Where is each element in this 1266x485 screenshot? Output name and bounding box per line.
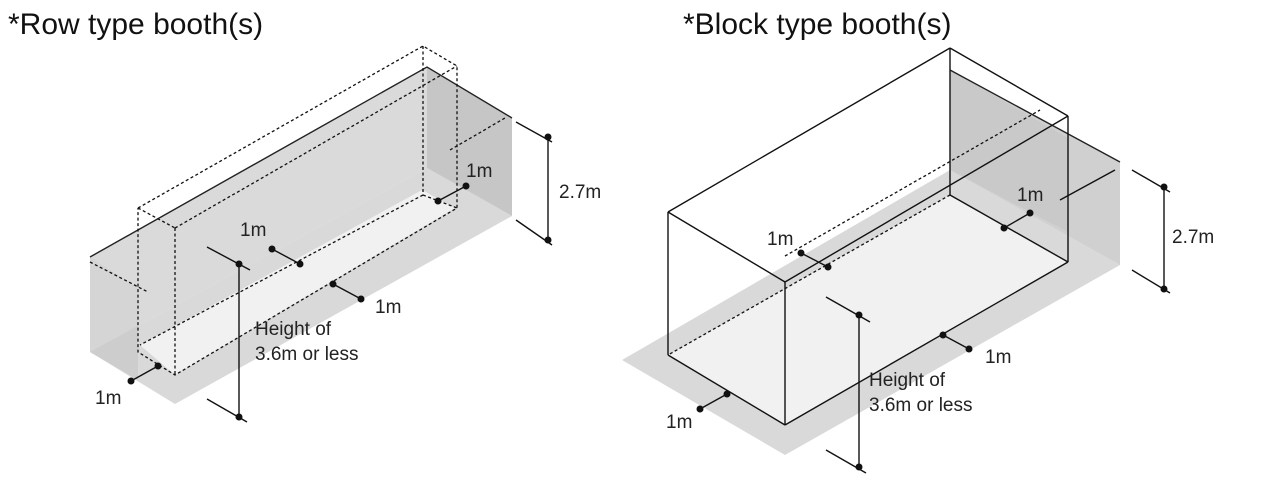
block-back-right-label: 1m [1017, 185, 1043, 206]
block-wall-top-edge [949, 69, 1121, 163]
block-back-right-offset: 1m [1000, 185, 1043, 232]
row-back-right-offset: 1m [434, 161, 492, 205]
block-height-limit-dimension: Height of 3.6m or less [825, 296, 972, 474]
block-height-limit-label-1: Height of [869, 370, 946, 391]
row-floor-inner [140, 190, 455, 375]
block-height-limit-box [667, 47, 1116, 426]
row-height-limit-dimension: Height of 3.6m or less [206, 246, 358, 423]
block-front-right-offset: 1m [939, 331, 1011, 368]
block-back-left-label: 1m [767, 229, 793, 250]
row-back-right-label: 1m [466, 161, 492, 182]
block-right-wall [950, 70, 1120, 265]
row-height-limit-label-1: Height of [255, 319, 332, 340]
row-height-limit-label-2: 3.6m or less [255, 344, 358, 365]
block-back-left-offset: 1m [767, 229, 832, 271]
block-wall-height-label: 2.7m [1172, 227, 1214, 248]
block-height-limit-label-2: 3.6m or less [869, 395, 972, 416]
row-front-left-label: 1m [95, 388, 121, 409]
row-wall-height-label: 2.7m [559, 182, 601, 203]
block-booth-title: *Block type booth(s) [683, 8, 951, 41]
row-right-wall [427, 67, 512, 216]
row-wall-height-dimension: 2.7m [515, 121, 601, 246]
row-front-left-offset: 1m [95, 362, 162, 409]
block-front-left-offset: 1m [666, 390, 731, 433]
block-front-left-label: 1m [666, 412, 692, 433]
row-back-left-label: 1m [240, 220, 266, 241]
row-booth-figure: *Row type booth(s) [8, 8, 601, 423]
row-front-mid-label: 1m [375, 297, 401, 318]
block-wall-height-dimension: 2.7m [1131, 169, 1214, 294]
row-back-wall [90, 67, 427, 352]
block-floor-inner [668, 195, 1068, 425]
block-booth-figure: *Block type booth(s) [622, 8, 1214, 474]
row-wall-top-edge [89, 66, 513, 258]
row-front-mid-offset: 1m [329, 280, 401, 318]
row-back-left-offset: 1m [240, 220, 304, 268]
block-front-right-label: 1m [985, 347, 1011, 368]
row-height-limit-box [89, 45, 506, 376]
row-booth-title: *Row type booth(s) [8, 8, 263, 41]
